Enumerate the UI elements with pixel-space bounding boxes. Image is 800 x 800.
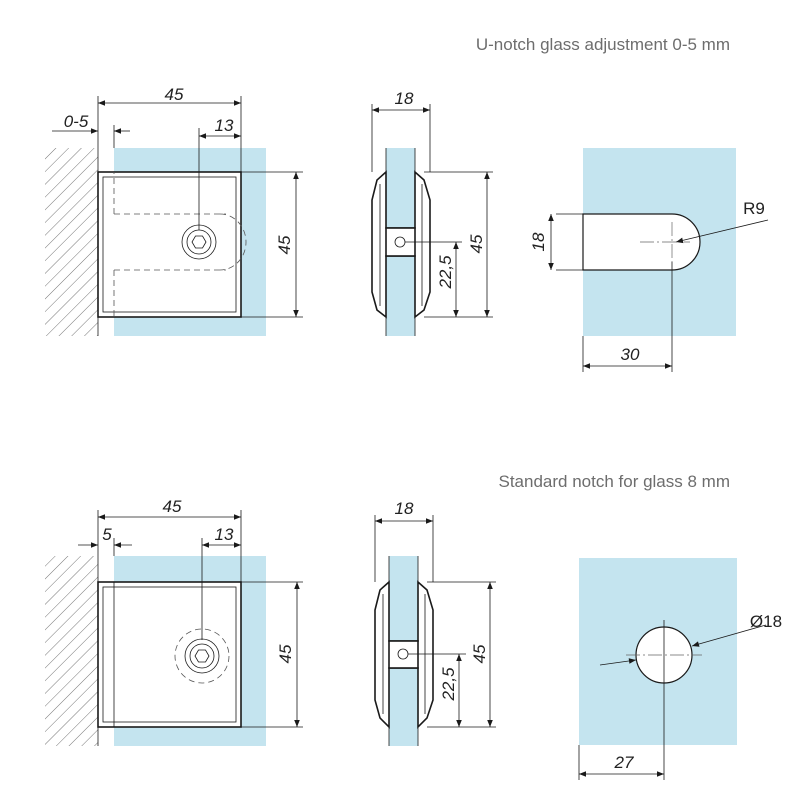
notch-height-label: 18 — [529, 232, 548, 251]
notch-radius-label: R9 — [743, 199, 765, 218]
front-height-label: 45 — [276, 644, 295, 663]
front-gap-label: 0-5 — [64, 112, 89, 131]
hole-diameter-label: Ø18 — [750, 612, 782, 631]
side-height-label: 45 — [467, 234, 486, 253]
front-gap-label: 5 — [102, 525, 112, 544]
unotch-front-view: 45 0-5 13 45 — [45, 85, 303, 336]
standard-caption: Standard notch for glass 8 mm — [498, 472, 730, 491]
hole-center-label: 27 — [614, 753, 634, 772]
unotch-glass-view: 30 18 R9 — [529, 148, 769, 372]
hole-offset-label: 13 — [215, 116, 234, 135]
notch-depth-label: 30 — [621, 345, 640, 364]
clamp-body — [97, 581, 242, 728]
side-half-height-label: 22,5 — [439, 667, 458, 702]
side-width-label: 18 — [395, 499, 414, 518]
clamp-body — [97, 171, 242, 318]
standard-front-view: 45 5 13 45 — [45, 497, 303, 746]
standard-side-view: 18 45 22,5 — [374, 499, 496, 746]
front-width-label: 45 — [165, 85, 184, 104]
side-height-label: 45 — [470, 644, 489, 663]
side-width-label: 18 — [395, 89, 414, 108]
hole-offset-label: 13 — [215, 525, 234, 544]
wall-hatch — [45, 148, 98, 336]
front-height-label: 45 — [275, 235, 294, 254]
standard-glass-view: 27 Ø18 — [578, 558, 782, 780]
front-width-label: 45 — [163, 497, 182, 516]
wall-hatch — [45, 556, 98, 746]
unotch-caption: U-notch glass adjustment 0-5 mm — [476, 35, 730, 54]
side-half-height-label: 22,5 — [436, 255, 455, 290]
unotch-side-view: 18 45 22,5 — [371, 89, 493, 336]
